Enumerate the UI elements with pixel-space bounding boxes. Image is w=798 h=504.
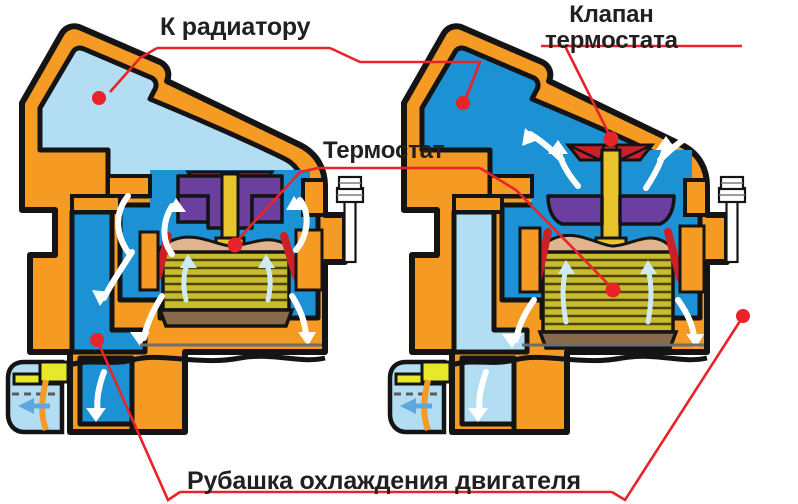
right-wax-element-purple-left [546, 194, 604, 226]
label-engine-cooling-jacket: Рубашка охлаждения двигателя [187, 467, 581, 495]
left-housing-shelf [106, 174, 152, 198]
dot-jacket-right [736, 309, 750, 323]
right-engine-block-outline [449, 356, 517, 435]
right-flow-arrowheads [468, 128, 704, 422]
leader-valve [563, 45, 612, 137]
right-valve-stem [600, 148, 622, 248]
right-bracket-right [678, 224, 706, 294]
leader-radiator-right [329, 46, 482, 99]
right-housing-inner-rib [452, 194, 504, 214]
leader-endpoint-dots [90, 91, 750, 347]
dot-radiator-right [456, 96, 470, 110]
leader-jacket-right [611, 317, 744, 502]
dot-thermostat-right [605, 282, 621, 298]
leader-thermostat-right [479, 166, 613, 289]
leader-jacket-left [96, 341, 181, 502]
left-housing-inner-rib [70, 194, 122, 214]
left-pump-inlet-detail [5, 359, 70, 435]
right-housing-shelf-right [683, 178, 709, 217]
left-inflow-arrowheads [180, 254, 275, 268]
right-inflow-arrowheads [558, 260, 657, 274]
label-thermostat-valve-line2: термостата [545, 26, 678, 54]
left-bracket-left [138, 230, 160, 292]
right-block-lower-edge [514, 353, 708, 364]
dot-jacket-left [90, 333, 104, 347]
left-bypass-lower-coolant [77, 355, 135, 427]
leader-radiator-left [109, 46, 158, 93]
left-wax-element-purple-left [176, 194, 210, 224]
right-bypass-lower-coolant [459, 355, 517, 427]
left-bellows-base-cap [157, 308, 295, 328]
label-thermostat-valve-line1: Клапан [569, 1, 654, 28]
panel-right-thermostat-open [387, 23, 747, 435]
label-to-radiator: К радиатору [160, 13, 311, 41]
label-thermostat: Термостат [323, 137, 445, 164]
left-valve-stem [220, 172, 240, 248]
right-pump-inlet-detail [387, 359, 452, 435]
right-wax-element-purple-right [618, 194, 676, 226]
left-engine-block-outline [67, 356, 135, 435]
left-return-spring-b [280, 232, 300, 280]
right-bracket-left [518, 226, 542, 294]
label-thermostat-valve: Клапан термостата [545, 2, 678, 54]
left-block-lower-edge [132, 353, 326, 364]
dot-valve [603, 131, 619, 147]
dot-thermostat-left [227, 237, 243, 253]
panel-left-thermostat-closed [5, 23, 365, 435]
left-flow-arrowheads [86, 196, 316, 422]
right-return-spring-b [664, 228, 684, 282]
leader-thermostat-left [235, 166, 319, 243]
dot-radiator-left [92, 91, 106, 105]
leader-lines [96, 44, 744, 502]
